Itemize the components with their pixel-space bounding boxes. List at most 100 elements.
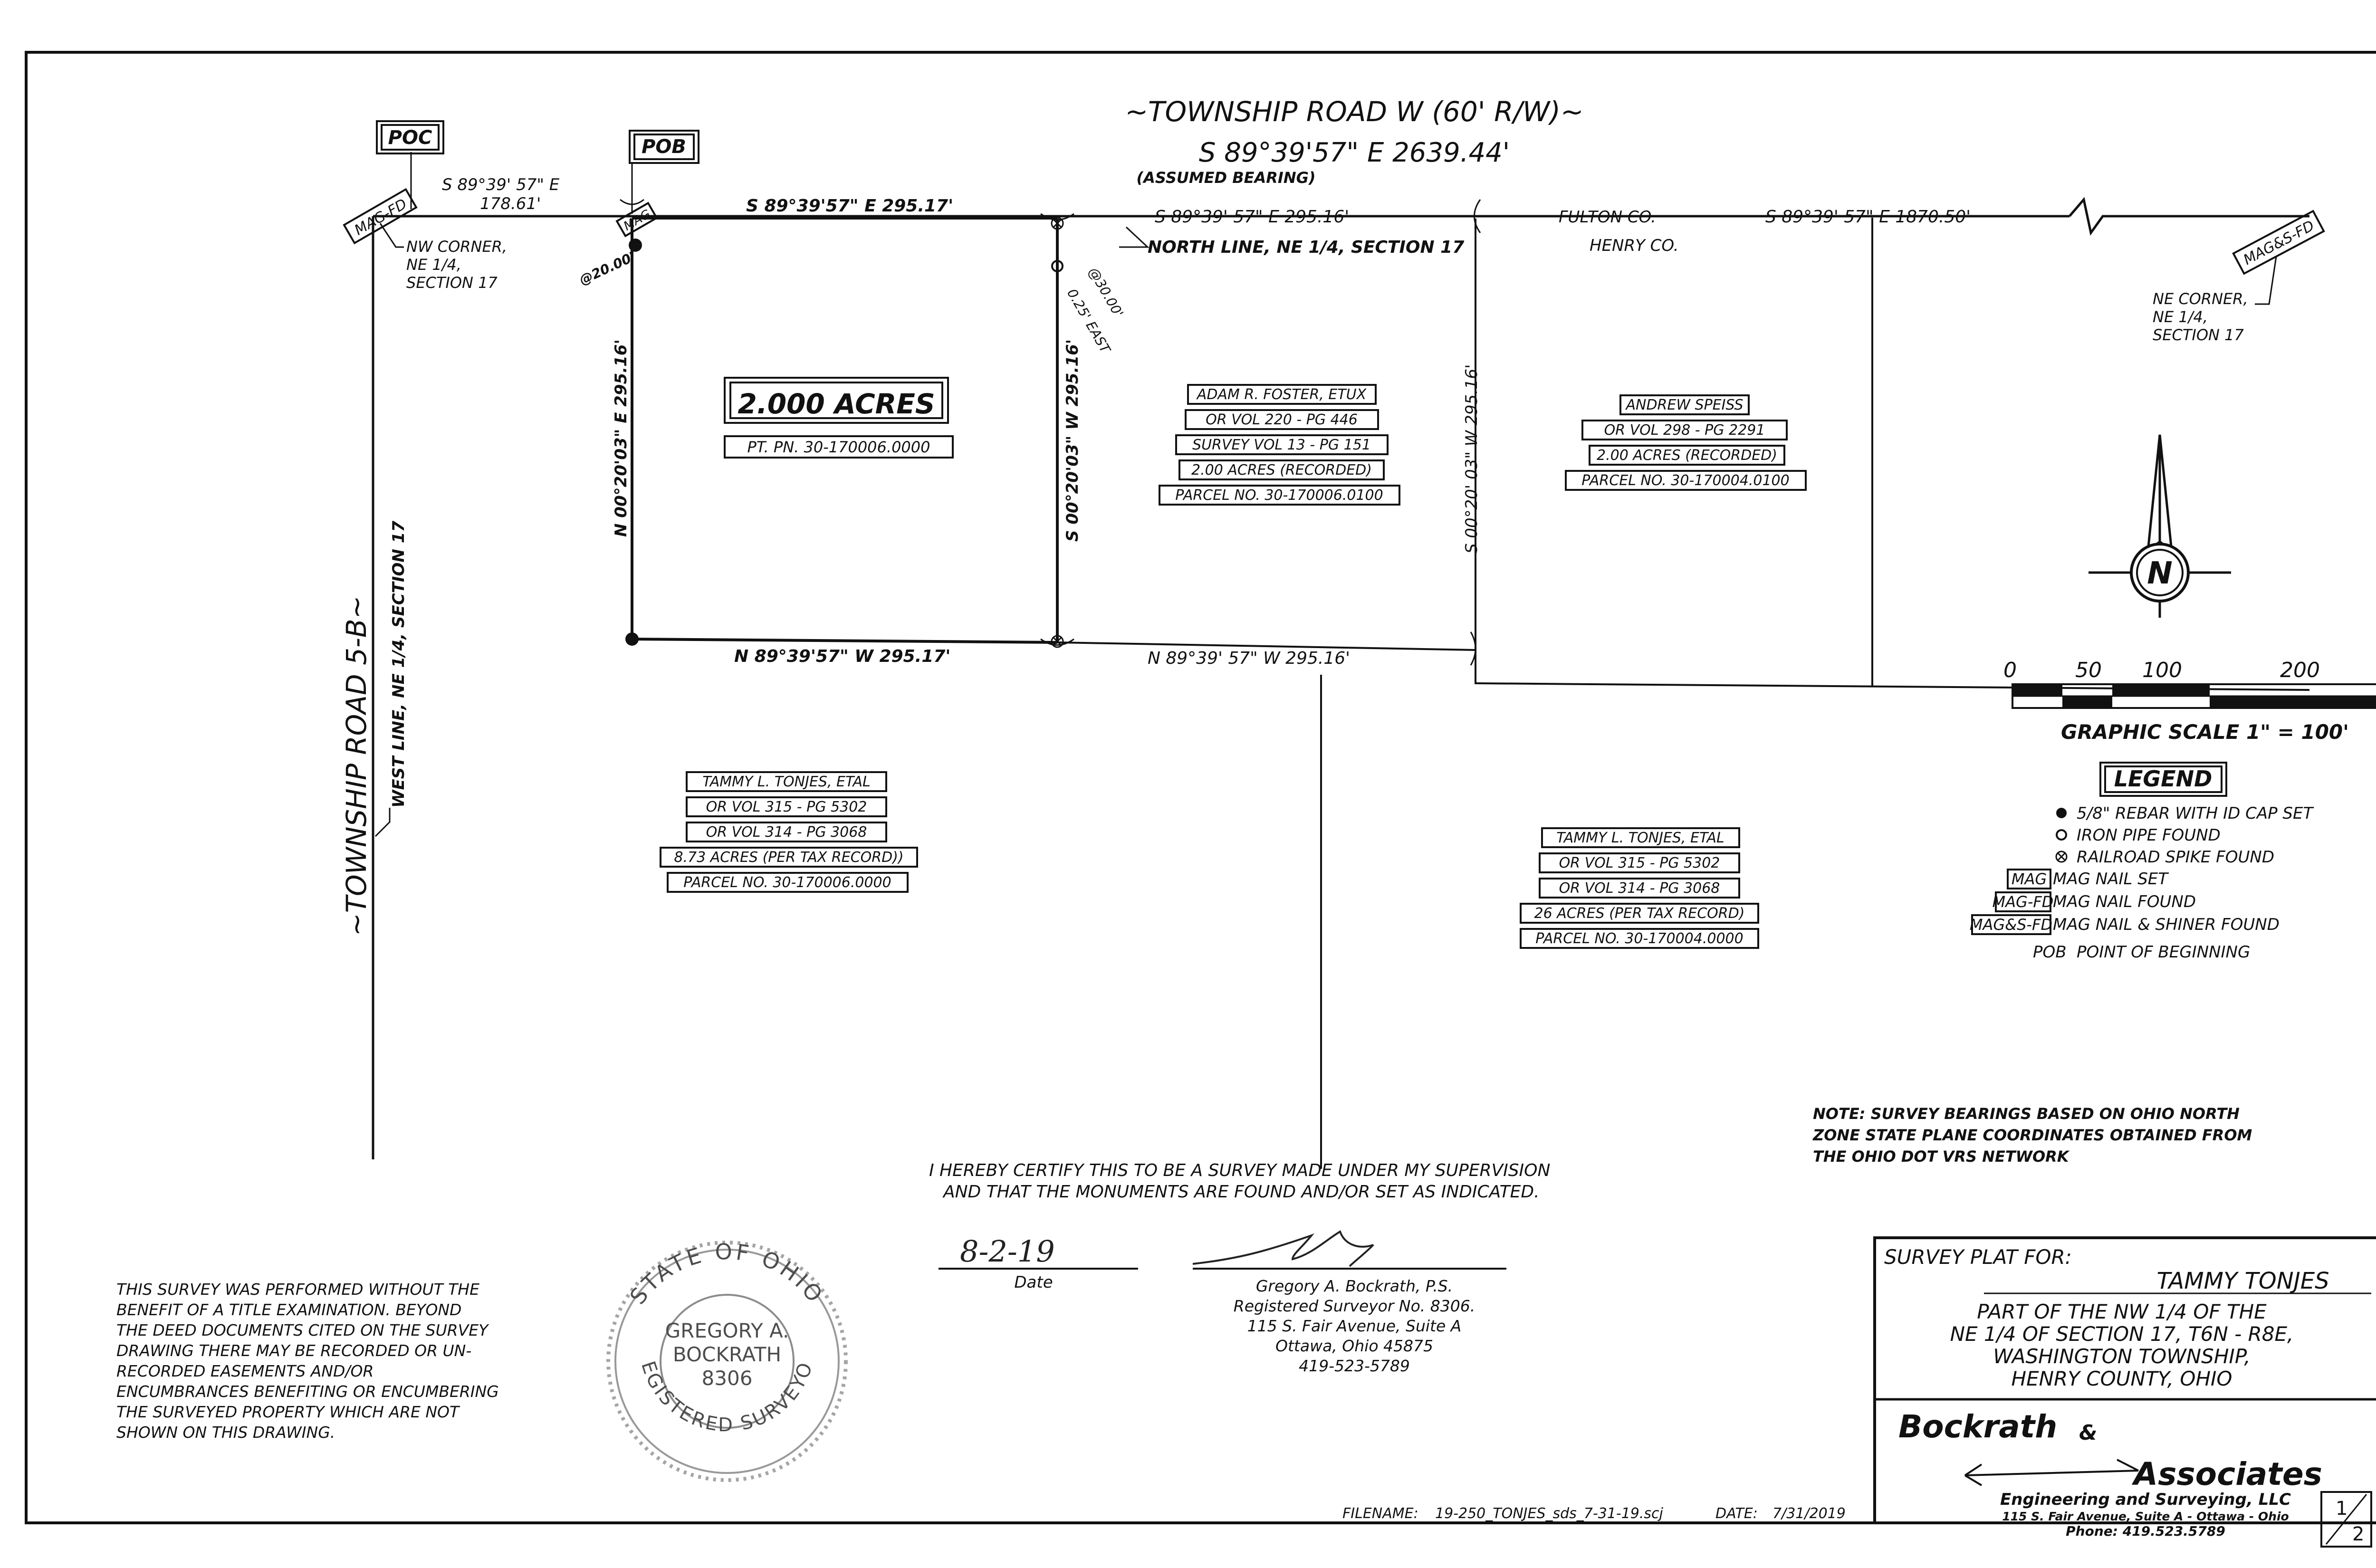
title-description: PART OF THE NW 1/4 OF THE — [1977, 1300, 2267, 1323]
svg-text:Registered Surveyor No. 8306.: Registered Surveyor No. 8306. — [1234, 1297, 1475, 1315]
svg-text:POB: POB — [642, 136, 686, 158]
legend-item-text: IRON PIPE FOUND — [2077, 826, 2221, 845]
legend-item-text: POINT OF BEGINNING — [2077, 943, 2250, 962]
svg-text:2.00 ACRES (RECORDED): 2.00 ACRES (RECORDED) — [1597, 447, 1777, 464]
svg-text:BENEFIT OF A TITLE EXAMINATION: BENEFIT OF A TITLE EXAMINATION. BEYOND — [116, 1300, 461, 1319]
title-exam-disclaimer: THIS SURVEY WAS PERFORMED WITHOUT THE BE… — [116, 1280, 499, 1442]
west-line-label: WEST LINE, NE 1/4, SECTION 17 — [389, 521, 408, 808]
graphic-scale: 0 50 100 200 GRAPHIC SCALE 1" = 100' — [2003, 658, 2376, 744]
svg-text:SURVEY VOL 13 - PG 151: SURVEY VOL 13 - PG 151 — [1192, 437, 1371, 453]
north-line-label: NORTH LINE, NE 1/4, SECTION 17 — [1148, 238, 1464, 257]
filename-label: FILENAME: — [1342, 1505, 1418, 1522]
poc-segment-distance: 178.61' — [480, 194, 541, 213]
tonjes-east-labels: TAMMY L. TONJES, ETAL OR VOL 315 - PG 53… — [1520, 827, 1759, 949]
railroad-spike-icon — [1051, 635, 1064, 648]
tonjes-west-labels: TAMMY L. TONJES, ETAL OR VOL 315 - PG 53… — [660, 771, 918, 893]
rebar-set-icon — [629, 239, 642, 252]
legend-item-text: MAG NAIL SET — [2053, 870, 2169, 889]
svg-text:NE 1/4,: NE 1/4, — [2153, 308, 2208, 326]
scale-tick-label: 50 — [2075, 658, 2102, 682]
west-subject-bearing: N 00°20'03" E 295.16' — [612, 339, 631, 537]
subject-south-line — [632, 638, 1058, 644]
svg-text:OR VOL 220 - PG 446: OR VOL 220 - PG 446 — [1206, 411, 1358, 428]
svg-text:ADAM R. FOSTER, ETUX: ADAM R. FOSTER, ETUX — [1196, 386, 1367, 403]
svg-text:26 ACRES (PER TAX RECORD): 26 ACRES (PER TAX RECORD) — [1534, 905, 1745, 922]
svg-text:OR VOL 314 - PG 3068: OR VOL 314 - PG 3068 — [1559, 880, 1720, 897]
ne-corner-label: NE CORNER, NE 1/4, SECTION 17 — [2153, 256, 2277, 344]
legend-symbol: MAG-FD — [1993, 893, 2054, 911]
mag-s-fd-tag: MAG&S-FD — [2232, 210, 2325, 275]
legend-symbol: MAG — [2012, 870, 2047, 888]
file-footer: FILENAME: 19-250_TONJES_sds_7-31-19.scj … — [1340, 1505, 1875, 1524]
scale-tick-label: 0 — [2003, 658, 2017, 682]
svg-text:OR VOL 298 - PG 2291: OR VOL 298 - PG 2291 — [1604, 422, 1765, 439]
east-subject-bearing: S 00°20'03" W 295.16' — [1063, 339, 1082, 542]
road-north-bearing: S 89°39'57" E 2639.44' — [1199, 137, 1510, 168]
sheet-total: 2 — [2352, 1523, 2364, 1545]
north-foster-bearing: S 89°39' 57" E 295.16' — [1155, 207, 1349, 227]
iron-pipe-found-icon — [1051, 260, 1063, 272]
north-line-leader — [1119, 226, 1150, 248]
subject-parcel-box: PT. PN. 30-170006.0000 — [724, 435, 954, 459]
south-foster-bearing: N 89°39' 57" W 295.16' — [1148, 649, 1350, 668]
svg-text:ZONE STATE PLANE COORDINATES O: ZONE STATE PLANE COORDINATES OBTAINED FR… — [1812, 1126, 2252, 1144]
svg-text:NE CORNER,: NE CORNER, — [2153, 290, 2248, 308]
svg-text:OR VOL 315 - PG 5302: OR VOL 315 - PG 5302 — [706, 799, 867, 815]
file-date-value: 7/31/2019 — [1772, 1505, 1846, 1522]
svg-text:SHOWN ON THIS DRAWING.: SHOWN ON THIS DRAWING. — [116, 1423, 335, 1442]
legend-iron-pipe-icon — [2056, 829, 2067, 841]
north-arrow-icon: N — [2089, 434, 2231, 618]
svg-text:PARCEL NO. 30-170004.0000: PARCEL NO. 30-170004.0000 — [1535, 930, 1743, 947]
svg-text:GREGORY A.: GREGORY A. — [665, 1319, 789, 1342]
fulton-line-bearing: S 89°39' 57" E 1870.50' — [1765, 207, 1971, 227]
svg-text:Ottawa, Ohio 45875: Ottawa, Ohio 45875 — [1275, 1337, 1433, 1355]
svg-text:ENCUMBRANCES BENEFITING OR ENC: ENCUMBRANCES BENEFITING OR ENCUMBERING — [116, 1382, 499, 1401]
railroad-spike-icon — [1053, 637, 1062, 646]
firm-subtitle: Engineering and Surveying, LLC — [2000, 1490, 2291, 1509]
road-north-name: ~TOWNSHIP ROAD W (60' R/W)~ — [1125, 96, 1583, 128]
svg-text:THE SURVEYED PROPERTY WHICH AR: THE SURVEYED PROPERTY WHICH ARE NOT — [116, 1403, 460, 1421]
surveyor-block: Gregory A. Bockrath, P.S. Registered Sur… — [1234, 1277, 1475, 1375]
title-block: SURVEY PLAT FOR: TAMMY TONJES PART OF TH… — [1873, 1236, 2376, 1548]
fulton-county-label: FULTON CO. — [1559, 208, 1656, 227]
svg-text:DRAWING THERE MAY BE RECORDED: DRAWING THERE MAY BE RECORDED OR UN- — [116, 1341, 471, 1360]
svg-text:115 S. Fair Avenue, Suite A: 115 S. Fair Avenue, Suite A — [1247, 1317, 1462, 1335]
svg-text:THE OHIO DOT VRS NETWORK: THE OHIO DOT VRS NETWORK — [1813, 1147, 2070, 1166]
north-line-break — [2069, 197, 2309, 236]
title-description: HENRY COUNTY, OHIO — [2012, 1367, 2232, 1390]
date-caption: Date — [1014, 1273, 1053, 1292]
surveyor-seal: STATE OF OHIO REGISTERED SURVEYOR GREGOR… — [0, 0, 848, 1482]
speiss-parcel-labels: ANDREW SPEISS OR VOL 298 - PG 2291 2.00 … — [1565, 394, 1807, 491]
svg-text:AND THAT THE MONUMENTS ARE FOU: AND THAT THE MONUMENTS ARE FOUND AND/OR … — [942, 1182, 1540, 1202]
legend-item-text: RAILROAD SPIKE FOUND — [2077, 848, 2274, 867]
svg-text:OR VOL 315 - PG 5302: OR VOL 315 - PG 5302 — [1559, 855, 1720, 871]
north-subject-bearing: S 89°39'57" E 295.17' — [746, 196, 953, 216]
bearing-note: NOTE: SURVEY BEARINGS BASED ON OHIO NORT… — [1812, 1105, 2252, 1166]
svg-text:RECORDED EASEMENTS AND/OR: RECORDED EASEMENTS AND/OR — [116, 1362, 374, 1380]
svg-text:SECTION 17: SECTION 17 — [2153, 326, 2244, 344]
svg-text:I HEREBY CERTIFY THIS TO BE A: I HEREBY CERTIFY THIS TO BE A SURVEY MAD… — [929, 1161, 1550, 1180]
road-west-name: ~TOWNSHIP ROAD 5-B~ — [340, 596, 373, 936]
legend-item-text: MAG NAIL & SHINER FOUND — [2053, 915, 2280, 934]
svg-text:PT. PN. 30-170006.0000: PT. PN. 30-170006.0000 — [747, 438, 930, 456]
firm-logo-arrow-icon — [1964, 1459, 2139, 1486]
firm-ampersand: & — [2079, 1421, 2097, 1445]
dimension-arc — [1470, 631, 1476, 666]
firm-name-associates: Associates — [2131, 1456, 2322, 1492]
road-north-basis: (ASSUMED BEARING) — [1137, 169, 1316, 187]
scale-tick-label: 200 — [2280, 658, 2320, 682]
svg-text:POC: POC — [388, 127, 432, 149]
west-line-leader — [374, 808, 391, 837]
svg-text:PARCEL NO. 30-170004.0100: PARCEL NO. 30-170004.0100 — [1581, 472, 1789, 489]
legend: LEGEND 5/8" REBAR WITH ID CAP SET IRON P… — [1970, 762, 2314, 962]
surveyor-signature — [1192, 1230, 1374, 1267]
mag-tag: MAG — [615, 201, 658, 238]
signature-date-value: 8-2-19 — [960, 1234, 1055, 1269]
svg-text:8306: 8306 — [702, 1367, 753, 1390]
svg-text:THE DEED DOCUMENTS CITED ON TH: THE DEED DOCUMENTS CITED ON THE SURVEY — [116, 1321, 489, 1339]
dimension-arc — [1040, 638, 1074, 646]
title-description: WASHINGTON TOWNSHIP, — [1993, 1345, 2250, 1368]
legend-symbol: POB — [2033, 943, 2067, 962]
legend-rebar-icon — [2056, 808, 2067, 818]
firm-address: 115 S. Fair Avenue, Suite A - Ottawa - O… — [2002, 1510, 2289, 1523]
